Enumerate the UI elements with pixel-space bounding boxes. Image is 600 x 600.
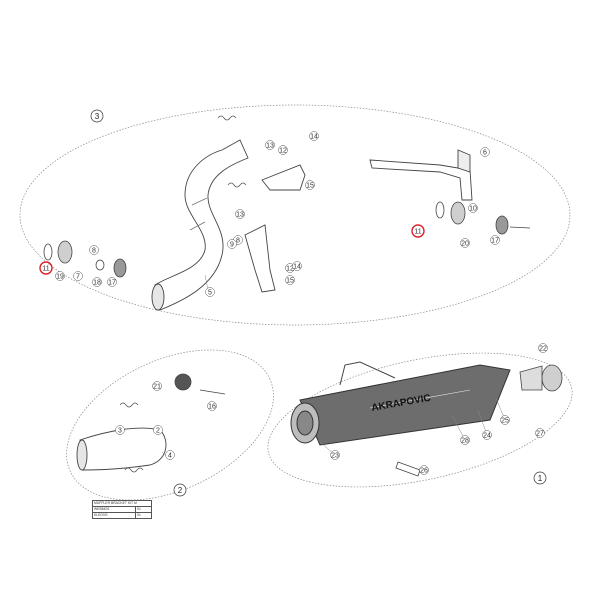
part-callout-15 (305, 180, 315, 190)
part-callout-23 (330, 450, 340, 460)
group-1-label: 1 (533, 471, 547, 485)
muffler-bracket-rear (369, 149, 473, 201)
end-cap (519, 364, 563, 392)
part-label-3: 3 (118, 427, 122, 434)
part-callout-7 (73, 271, 83, 281)
part-label-15: 15 (286, 277, 294, 284)
part-label-13: 13 (266, 142, 274, 149)
part-label-27: 27 (536, 430, 544, 437)
part-label-15: 15 (306, 182, 314, 189)
part-callout-24 (482, 430, 492, 440)
group-3-outline (19, 104, 571, 326)
part-label-14: 14 (293, 263, 301, 270)
part-label-12: 12 (286, 265, 294, 272)
part-callout-21 (152, 381, 162, 391)
part-callout-27 (535, 428, 545, 438)
part-callout-26 (419, 465, 429, 475)
part-label-11-left: 11 (42, 266, 49, 273)
mount-left (43, 240, 127, 278)
svg-text:1: 1 (538, 474, 543, 483)
group-2-label: 2 (173, 483, 187, 497)
sealant-tube (395, 461, 421, 477)
part-label-8: 8 (92, 247, 96, 254)
highlight-part-11-left (39, 261, 53, 275)
part-callout-5 (205, 287, 215, 297)
part-label-9: 9 (230, 241, 234, 248)
kit-table-qty: 01 (135, 512, 152, 519)
part-label-13: 13 (236, 211, 244, 218)
svg-text:3: 3 (95, 112, 100, 121)
part-label-25: 25 (501, 417, 509, 424)
part-label-23: 23 (331, 452, 339, 459)
group-3-label: 3 (90, 109, 104, 123)
svg-text:2: 2 (178, 486, 183, 495)
part-callout-15 (285, 275, 295, 285)
link-pipe (151, 139, 249, 311)
rubber-mount-2 (174, 373, 226, 395)
kit-table-code: KLEOVS (91, 512, 137, 519)
part-callout-3 (115, 425, 125, 435)
part-callout-19 (55, 271, 65, 281)
part-callout-9 (227, 239, 237, 249)
part-callout-25 (500, 415, 510, 425)
part-label-26: 26 (420, 467, 428, 474)
muffler-body (290, 361, 511, 446)
part-label-18: 18 (93, 279, 101, 286)
part-callout-13 (265, 140, 275, 150)
part-label-17: 17 (108, 279, 116, 286)
group-1-outline (267, 352, 573, 488)
part-label-7: 7 (76, 273, 80, 280)
part-callout-10 (468, 203, 478, 213)
part-callout-17 (490, 235, 500, 245)
part-label-11-right: 11 (414, 229, 421, 236)
part-callout-16 (207, 401, 217, 411)
part-callout-2 (153, 425, 163, 435)
part-label-17: 17 (491, 237, 499, 244)
part-label-10: 10 (469, 205, 477, 212)
part-label-16: 16 (208, 403, 216, 410)
part-label-2: 2 (156, 427, 160, 434)
part-label-14: 14 (310, 133, 318, 140)
mount-right (435, 201, 531, 235)
part-label-28: 28 (461, 437, 469, 444)
part-label-22: 22 (539, 345, 547, 352)
part-callout-4 (165, 450, 175, 460)
part-callout-13 (235, 209, 245, 219)
part-label-6: 6 (483, 149, 487, 156)
highlight-part-11-right (411, 224, 425, 238)
part-callout-12 (278, 145, 288, 155)
part-label-20: 20 (461, 240, 469, 247)
part-label-4: 4 (168, 452, 172, 459)
part-callout-14 (309, 131, 319, 141)
part-callout-22 (538, 343, 548, 353)
part-callout-14 (292, 261, 302, 271)
part-label-21: 21 (153, 383, 161, 390)
part-callout-8 (89, 245, 99, 255)
part-callout-6 (480, 147, 490, 157)
part-labels: 2345678891012121313141415151617171819202… (55, 131, 548, 475)
part-callout-18 (92, 277, 102, 287)
part-callout-28 (460, 435, 470, 445)
part-label-8: 8 (236, 237, 240, 244)
part-callout-20 (460, 238, 470, 248)
front-bracket (244, 164, 306, 293)
group-2-outline (66, 349, 274, 501)
part-label-24: 24 (483, 432, 491, 439)
part-label-5: 5 (208, 289, 212, 296)
part-label-12: 12 (279, 147, 287, 154)
part-callout-17 (107, 277, 117, 287)
part-label-19: 19 (56, 273, 64, 280)
